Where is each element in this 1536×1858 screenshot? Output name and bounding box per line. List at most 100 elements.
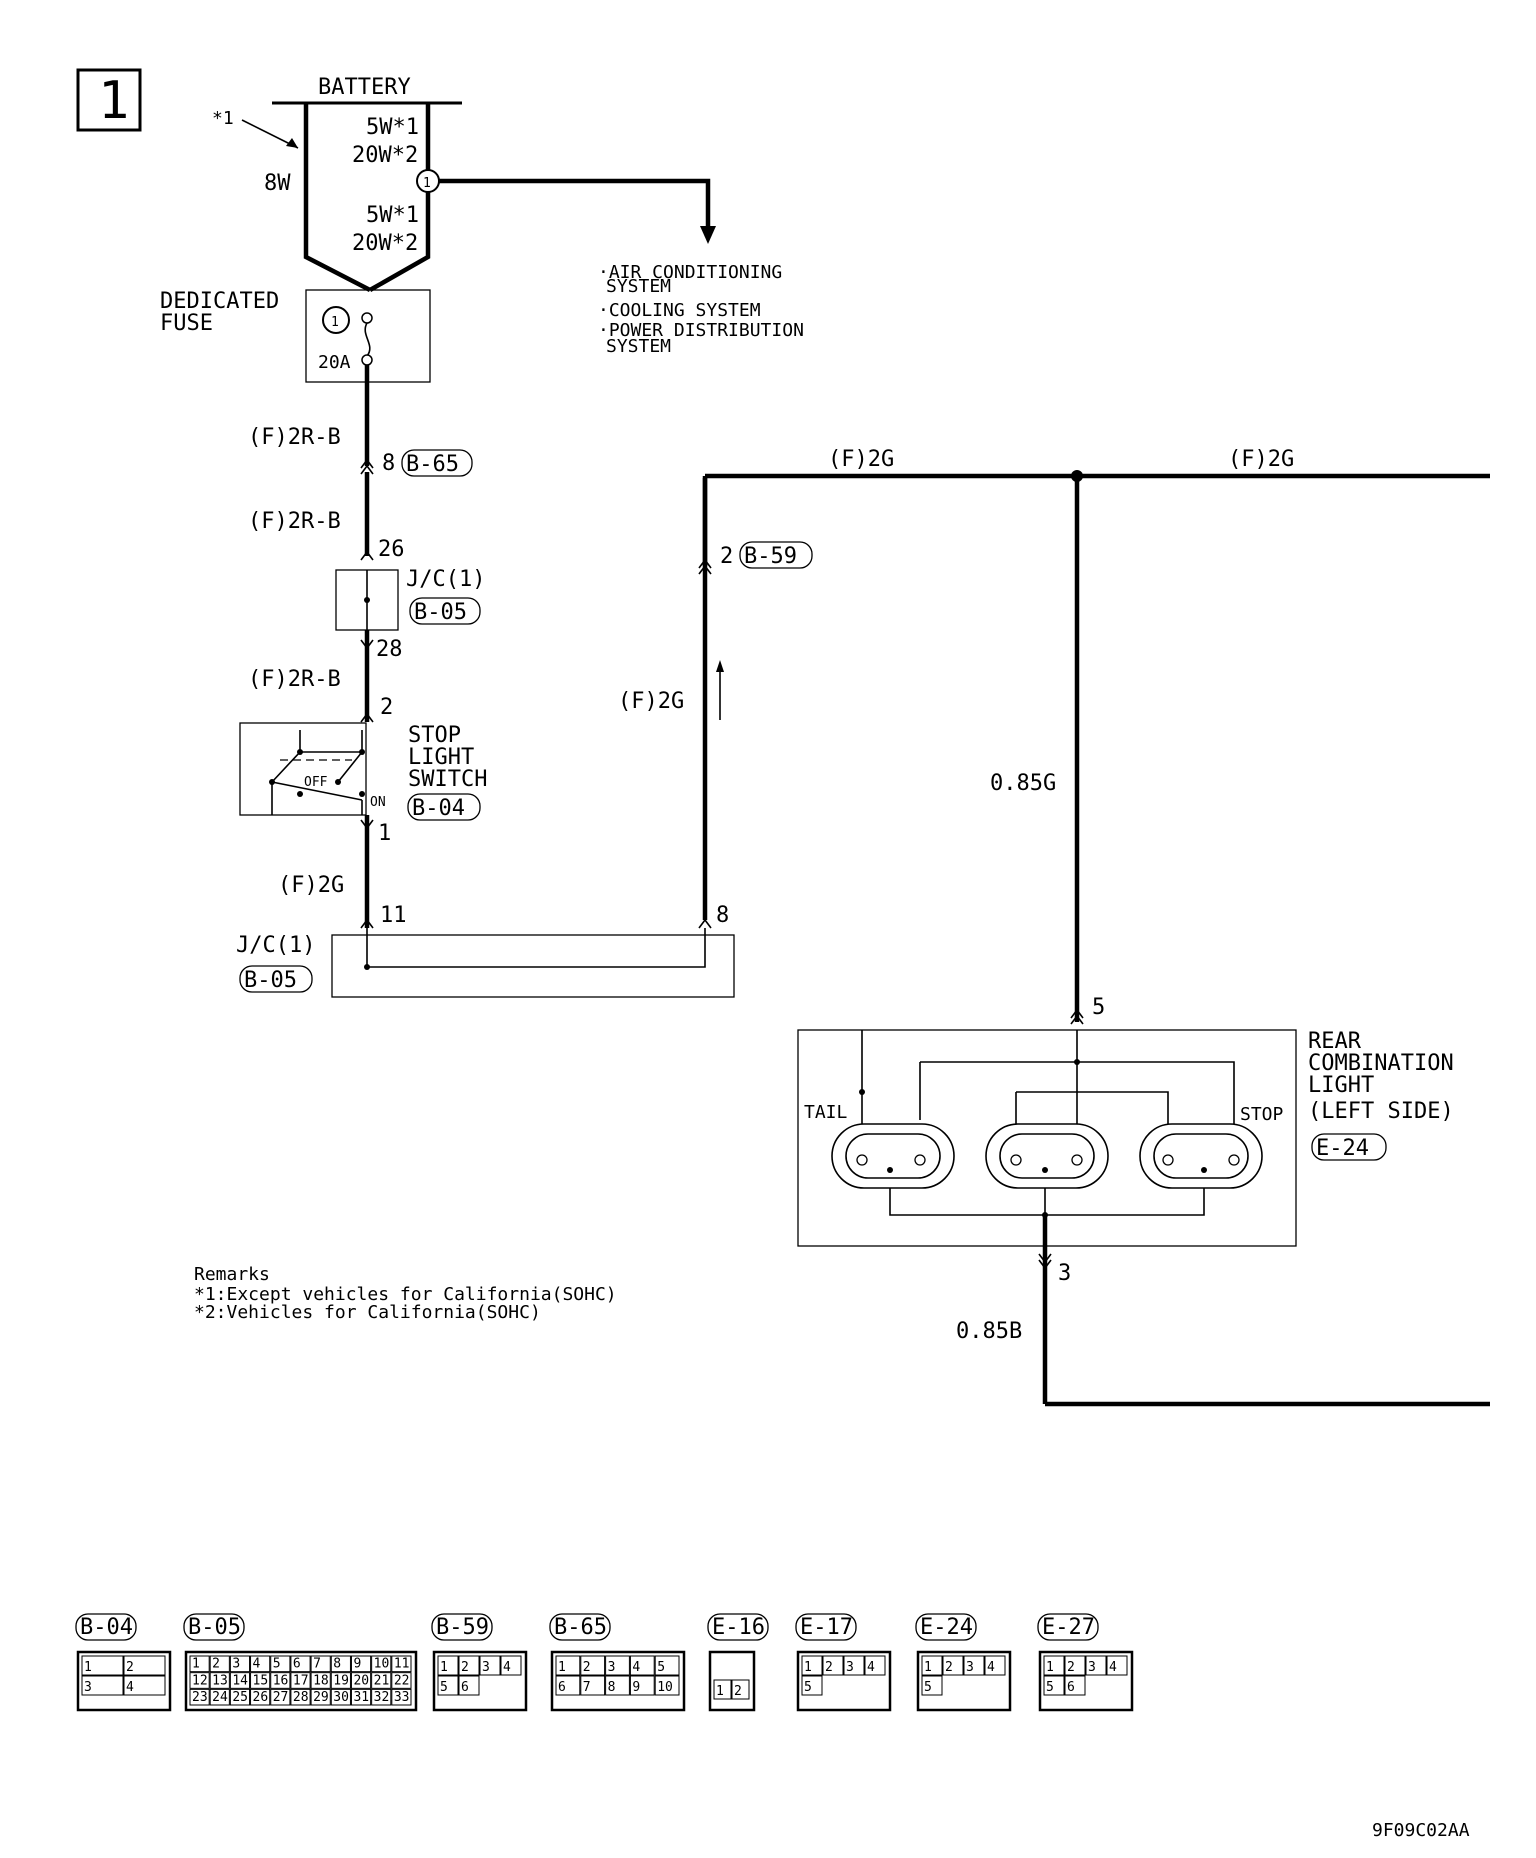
connector-face-label-outline (707, 1613, 769, 1641)
connector-pin-cell (654, 1655, 680, 1676)
connector-pin-cell (189, 1655, 210, 1673)
connector-pin-number: 5 (924, 1680, 932, 1695)
connector-face-label-outline (431, 1613, 493, 1641)
connector-ref-b65-outline (401, 449, 473, 477)
connector-pin-number: 33 (394, 1690, 410, 1705)
connector-pin-cell (731, 1679, 750, 1700)
connector-face-label-outline (1037, 1613, 1099, 1641)
connector-pin-number: 1 (1046, 1660, 1054, 1675)
stop-label: STOP (1240, 1104, 1284, 1125)
pin-28-mark (360, 639, 374, 650)
switch-contact-2 (359, 749, 365, 755)
junction-connector-bottom (331, 934, 735, 998)
connector-pin-cell (864, 1655, 886, 1676)
connector-pin-number: 14 (232, 1673, 248, 1688)
wire-label-085b: 0.85B (956, 1319, 1022, 1344)
connector-pin-number: 1 (924, 1660, 932, 1675)
rear-light-label-4: (LEFT SIDE) (1308, 1099, 1454, 1124)
connector-pin-cell (290, 1672, 311, 1689)
connector-pin-number: 3 (966, 1660, 974, 1675)
wire-label-2g-2: (F)2G (618, 689, 684, 714)
connector-pin-cell (250, 1688, 271, 1706)
switch-contact-1 (297, 749, 303, 755)
fuse-terminal-top (361, 312, 373, 324)
connector-pin-number: 4 (126, 1680, 134, 1695)
connector-pin-number: 4 (987, 1660, 995, 1675)
connector-pin-number: 21 (374, 1673, 390, 1688)
connector-pin-cell (330, 1672, 351, 1689)
connector-face-body (550, 1650, 686, 1712)
connector-pin-cell (270, 1688, 291, 1706)
connector-pin-cell (555, 1675, 581, 1696)
pin-3: 3 (1058, 1261, 1071, 1286)
connector-mark-b65 (360, 458, 374, 475)
jc-top-label: J/C(1) (406, 567, 485, 592)
stop-switch-label-1: STOP (408, 723, 461, 748)
connector-face-label-outline (549, 1613, 611, 1641)
connector-pin-number: 11 (394, 1657, 410, 1672)
connector-pin-cell (822, 1655, 844, 1676)
connector-ref-b05b: B-05 (244, 968, 297, 993)
connector-pin-cell (350, 1672, 372, 1689)
connector-pin-cell (270, 1672, 291, 1689)
connector-pin-cell (713, 1679, 732, 1700)
fuse-terminal-bottom (361, 354, 373, 366)
connector-pin-cell (1064, 1675, 1086, 1696)
connector-pin-number: 15 (253, 1673, 269, 1688)
connector-pin-number: 22 (394, 1673, 410, 1688)
dedicated-fuse-label-2: FUSE (160, 311, 213, 336)
connector-pin-number: 8 (608, 1680, 616, 1695)
fusible-link-20w-b: 20W*2 (352, 231, 418, 256)
connector-pin-number: 2 (212, 1657, 220, 1672)
connector-pin-cell (391, 1672, 412, 1689)
connector-pin-number: 24 (212, 1690, 228, 1705)
connector-pin-cell (229, 1688, 251, 1706)
remark-2: *2:Vehicles for California(SOHC) (194, 1302, 541, 1323)
battery-note-ref: *1 (212, 108, 234, 129)
pin-11: 11 (380, 903, 407, 928)
connector-pin-cell (1106, 1655, 1128, 1676)
connector-face-label-outline (915, 1613, 977, 1641)
connector-pin-cell (605, 1675, 630, 1696)
connector-face-body (184, 1650, 418, 1712)
system-cooling: ·COOLING SYSTEM (598, 300, 761, 321)
pin-28: 28 (376, 637, 403, 662)
connector-ref-b59-outline (739, 541, 813, 569)
connector-pin-number: 5 (440, 1680, 448, 1695)
remark-1: *1:Except vehicles for California(SOHC) (194, 1284, 617, 1305)
connector-face-body (432, 1650, 528, 1712)
connector-pin-cell (801, 1675, 823, 1696)
connector-pin-cell (189, 1688, 210, 1706)
pin-2b: 2 (720, 544, 733, 569)
connector-pin-cell (270, 1655, 291, 1673)
connector-pin-number: 2 (734, 1684, 742, 1699)
connector-pin-cell (250, 1655, 271, 1673)
connector-pin-cell (605, 1655, 630, 1676)
wire-label-2r-b-3: (F)2R-B (248, 667, 341, 692)
wire-label-085g: 0.85G (990, 771, 1056, 796)
fuse-number: 1 (331, 315, 339, 330)
connector-pin-cell (123, 1655, 166, 1676)
connector-face-label: E-24 (920, 1615, 973, 1640)
stop-light-switch-box (239, 722, 367, 816)
connector-pin-cell (391, 1655, 412, 1673)
light-junction-1 (859, 1089, 865, 1095)
connector-pin-cell (984, 1655, 1006, 1676)
connector-pin-number: 3 (1088, 1660, 1096, 1675)
connector-pin-number: 29 (313, 1690, 329, 1705)
switch-contact-3 (269, 779, 275, 785)
junction-dot-bottom (364, 964, 370, 970)
drawing-code: 9F09C02AA (1372, 1820, 1470, 1841)
switch-contact-4 (335, 779, 341, 785)
connector-pin-number: 19 (333, 1673, 349, 1688)
page-number: 1 (98, 71, 129, 131)
connector-ref-b05a: B-05 (414, 600, 467, 625)
pin-8b: 8 (716, 903, 729, 928)
connector-pin-number: 3 (846, 1660, 854, 1675)
